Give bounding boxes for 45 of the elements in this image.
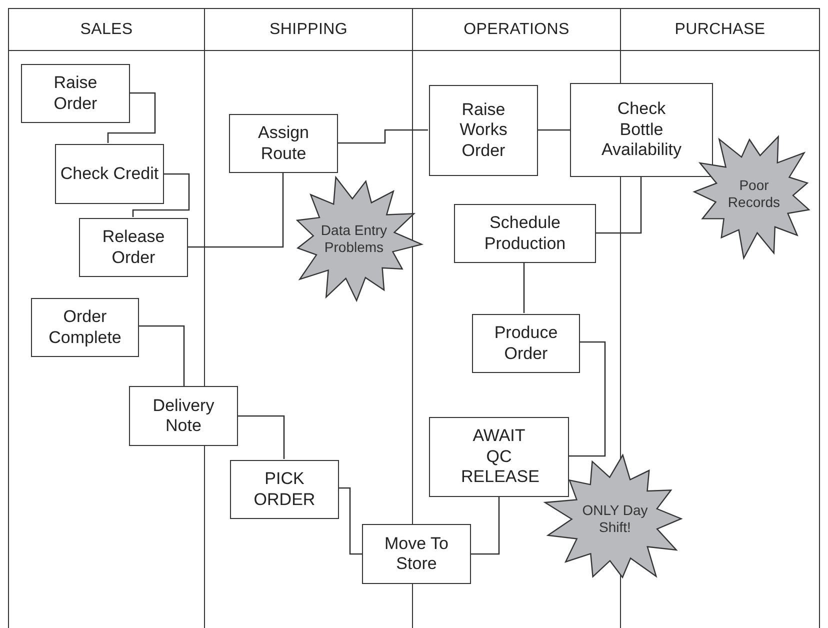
process-label: AWAIT QC RELEASE	[461, 426, 537, 488]
connector-line	[107, 92, 156, 143]
lane-header: PURCHASE	[621, 9, 819, 51]
connector-line	[537, 129, 570, 131]
process-label: Check Bottle Availability	[600, 99, 682, 161]
process-label: Delivery Note	[152, 396, 216, 436]
process-label: PICK ORDER	[252, 469, 316, 510]
process-label: Schedule Production	[483, 213, 567, 254]
lane-header: SALES	[9, 9, 204, 51]
connector-line	[132, 173, 190, 217]
process-box	[429, 85, 538, 176]
process-box	[472, 314, 580, 373]
process-box	[79, 218, 188, 277]
process-box	[230, 460, 339, 519]
connector-line	[471, 496, 500, 555]
burst-label: Data Entry Problems	[320, 222, 388, 256]
process-box	[55, 144, 164, 204]
process-box	[570, 83, 713, 177]
connector-line	[238, 415, 285, 459]
connector-line	[595, 177, 642, 234]
process-label: Assign Route	[256, 123, 310, 164]
process-label: Raise Order	[52, 73, 98, 114]
process-label: Produce Order	[493, 323, 559, 364]
process-label: Raise Works Order	[458, 100, 508, 162]
process-label: Check Credit	[60, 164, 159, 184]
process-label: Release Order	[101, 227, 166, 268]
process-box	[454, 204, 596, 263]
process-box	[129, 386, 238, 446]
process-label: Move To Store	[384, 534, 450, 574]
process-box	[21, 64, 130, 123]
burst-label: ONLY Day Shift!	[581, 502, 649, 536]
connector-line	[568, 341, 606, 457]
process-label: Order Complete	[48, 307, 122, 348]
burst-label: Poor Records	[726, 177, 782, 211]
lane-header: OPERATIONS	[413, 9, 620, 51]
process-box	[229, 114, 338, 173]
connector-line	[523, 262, 525, 313]
connector-line	[138, 325, 185, 386]
process-box	[429, 417, 569, 497]
process-box	[362, 524, 471, 584]
connector-line	[187, 172, 284, 248]
lane-header: SHIPPING	[205, 9, 412, 51]
connector-line	[337, 129, 428, 144]
connector-line	[338, 487, 362, 555]
process-box	[31, 298, 139, 357]
